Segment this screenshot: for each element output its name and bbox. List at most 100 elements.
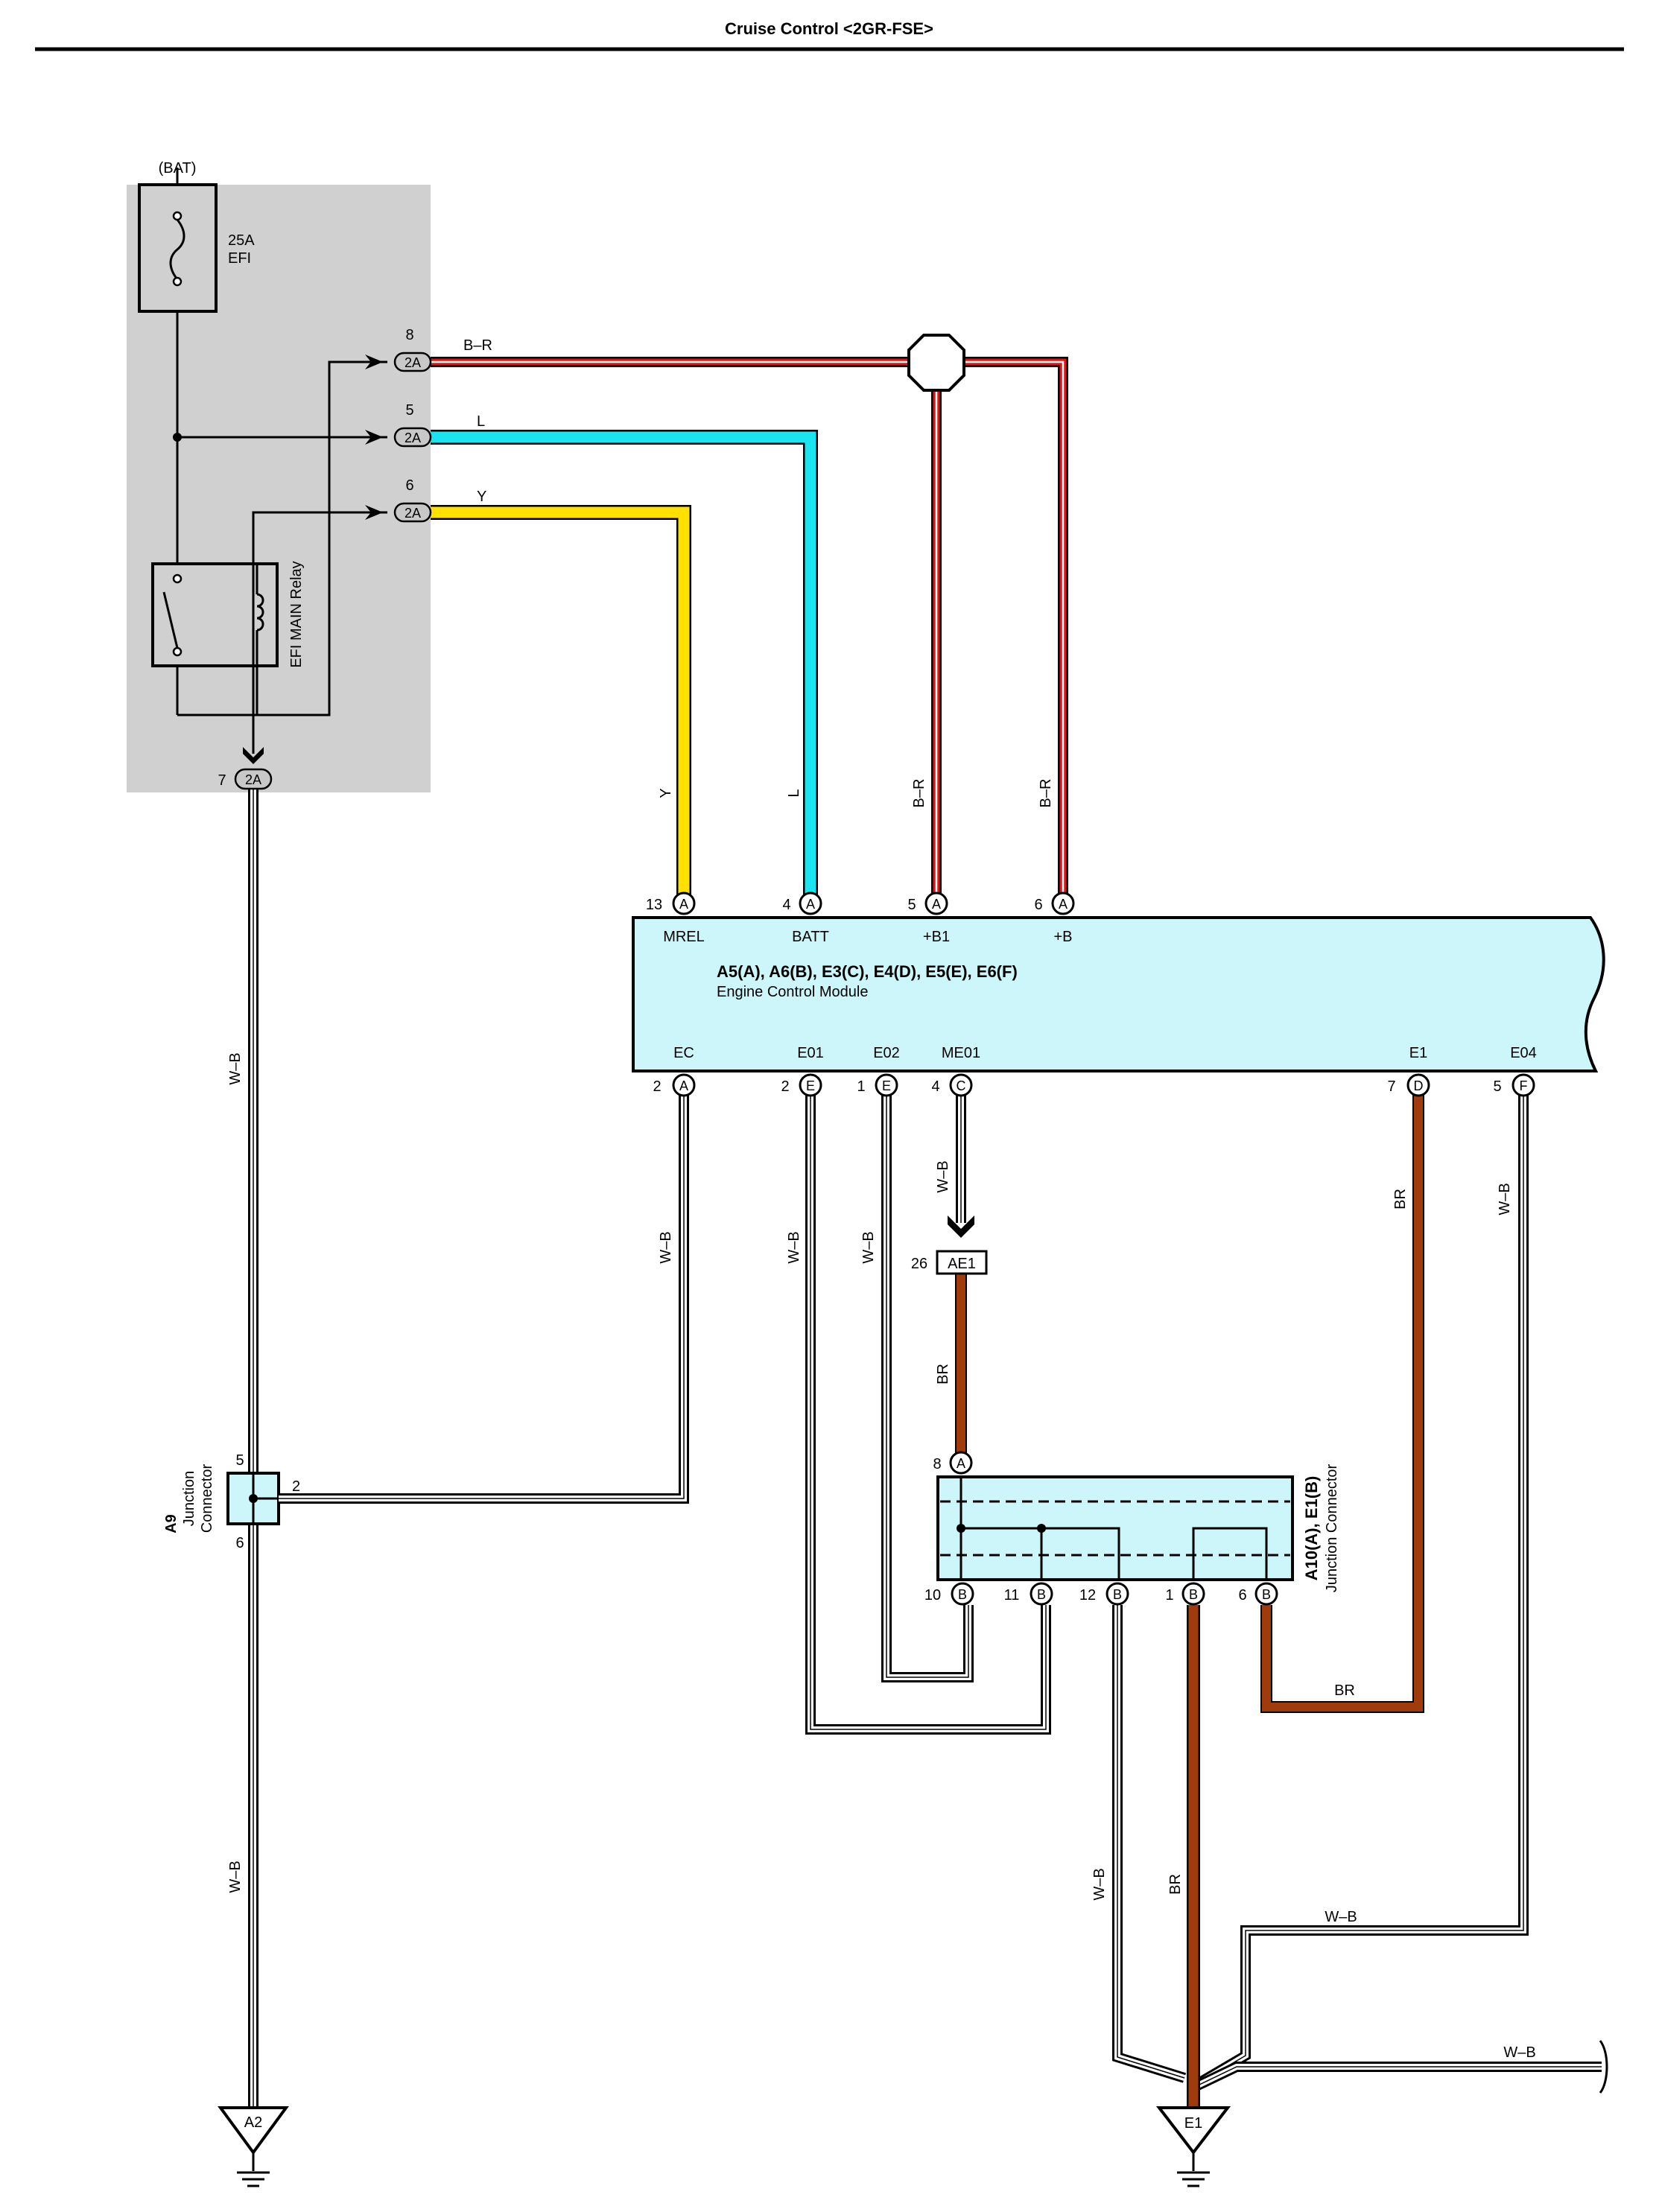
svg-text:+B: +B bbox=[1053, 929, 1072, 945]
efi-main-relay-label: EFI MAIN Relay bbox=[288, 561, 305, 667]
svg-text:26: 26 bbox=[911, 1256, 927, 1272]
ecm-pin-batt: A 4 BATT bbox=[782, 892, 829, 945]
connector-ae1: AE1 26 bbox=[911, 1250, 988, 1275]
wire-label-br-e1: BR bbox=[1392, 1189, 1409, 1210]
ecm-pin-mrel: A 13 MREL bbox=[646, 892, 705, 945]
wire-label-b-r-vertical-1: B–R bbox=[911, 779, 927, 808]
wire-label-br-pin1: BR bbox=[1167, 1874, 1184, 1895]
svg-text:8: 8 bbox=[933, 1456, 941, 1472]
a10-junction-dot-1 bbox=[957, 1524, 965, 1533]
wire-br-e1 bbox=[1260, 1095, 1424, 1713]
svg-text:AE1: AE1 bbox=[948, 1256, 976, 1272]
relay-block-background bbox=[127, 185, 431, 792]
svg-text:7: 7 bbox=[218, 772, 226, 789]
svg-text:11: 11 bbox=[1004, 1587, 1020, 1604]
svg-text:2: 2 bbox=[781, 1078, 789, 1095]
svg-text:E1: E1 bbox=[1409, 1045, 1427, 1061]
wire-w-b-a10-pin12 bbox=[1112, 1605, 1187, 2083]
connector-2a-arrows bbox=[365, 355, 383, 520]
svg-text:D: D bbox=[1414, 1078, 1424, 1093]
splice-octagon bbox=[907, 334, 965, 392]
a9-code: A9 bbox=[163, 1514, 180, 1534]
a10-internal-wiring bbox=[940, 1477, 1290, 1580]
svg-text:A: A bbox=[932, 897, 941, 912]
svg-text:B: B bbox=[1037, 1587, 1046, 1602]
svg-text:2A: 2A bbox=[405, 430, 421, 445]
a10-pin-10: B 10 bbox=[924, 1582, 974, 1606]
svg-text:5: 5 bbox=[1493, 1078, 1501, 1095]
connector-2a-pin5: 2A 5 bbox=[393, 402, 432, 448]
ground-e1: E1 bbox=[1155, 2106, 1231, 2187]
wire-label-w-b-e04: W–B bbox=[1497, 1183, 1513, 1215]
svg-text:F: F bbox=[1520, 1078, 1528, 1093]
connector-2a-pin8: 2A 8 bbox=[393, 327, 432, 372]
wire-label-w-b-left-2: W–B bbox=[227, 1860, 244, 1892]
wire-y-fill bbox=[431, 506, 690, 903]
wire-label-w-b-e04-horizontal: W–B bbox=[1325, 1909, 1357, 1925]
ae1-arrow-icon bbox=[948, 1215, 974, 1238]
svg-text:6: 6 bbox=[405, 477, 413, 494]
svg-text:B: B bbox=[1113, 1587, 1122, 1602]
svg-text:7: 7 bbox=[1387, 1078, 1395, 1095]
svg-text:A: A bbox=[1059, 897, 1068, 912]
wire-label-l-top: L bbox=[477, 413, 485, 430]
svg-text:E: E bbox=[806, 1078, 815, 1093]
svg-text:E02: E02 bbox=[873, 1045, 900, 1061]
svg-text:E1: E1 bbox=[1184, 2115, 1202, 2132]
relay-output-arrow-icon bbox=[243, 747, 264, 764]
wire-label-w-b-pin12: W–B bbox=[1091, 1868, 1108, 1900]
svg-text:BATT: BATT bbox=[792, 929, 829, 945]
wire-l-fill bbox=[431, 431, 816, 903]
ecm-name: Engine Control Module bbox=[717, 984, 868, 1000]
a9-junction-dot bbox=[249, 1494, 258, 1503]
a9-pin-5: 5 bbox=[235, 1452, 244, 1469]
svg-text:4: 4 bbox=[931, 1078, 939, 1095]
ecm-connector-codes: A5(A), A6(B), E3(C), E4(D), E5(E), E6(F) bbox=[717, 962, 1018, 981]
svg-text:B: B bbox=[1189, 1587, 1198, 1602]
svg-text:2A: 2A bbox=[405, 506, 421, 521]
a10-pin-12: B 12 bbox=[1079, 1582, 1129, 1606]
wire-label-w-b-e01: W–B bbox=[786, 1231, 802, 1263]
wire-label-y-vertical: Y bbox=[658, 788, 674, 798]
a9-pin-2: 2 bbox=[292, 1478, 300, 1495]
wire-label-w-b-right: W–B bbox=[1503, 2044, 1535, 2061]
wire-w-b-right bbox=[1195, 2062, 1602, 2091]
svg-text:MREL: MREL bbox=[663, 929, 705, 945]
a10-pin-8: A 8 bbox=[933, 1451, 973, 1475]
wire-label-br-bottom: BR bbox=[1334, 1682, 1355, 1699]
svg-text:13: 13 bbox=[646, 897, 662, 913]
efi-main-relay bbox=[151, 562, 279, 667]
relay-contact-top bbox=[172, 573, 183, 584]
relay-switch-icon bbox=[162, 591, 179, 649]
svg-text:4: 4 bbox=[782, 897, 790, 913]
svg-text:6: 6 bbox=[1238, 1587, 1246, 1604]
wire-w-b-ec bbox=[279, 1095, 689, 1504]
a10-pin-6: B 6 bbox=[1238, 1582, 1278, 1606]
svg-text:A: A bbox=[679, 1078, 688, 1093]
a10-pin-1: B 1 bbox=[1165, 1582, 1205, 1606]
svg-text:8: 8 bbox=[405, 327, 413, 343]
a10-pin-11: B 11 bbox=[1004, 1582, 1053, 1606]
wire-label-br-ae1: BR bbox=[935, 1364, 951, 1385]
svg-text:EC: EC bbox=[673, 1045, 694, 1061]
ecm-pin-e01: E 2 E01 bbox=[781, 1045, 824, 1097]
svg-text:5: 5 bbox=[907, 897, 916, 913]
svg-text:10: 10 bbox=[924, 1587, 941, 1604]
fuse-terminal-bottom bbox=[172, 276, 183, 287]
wire-break-icon bbox=[1599, 2040, 1608, 2094]
svg-text:12: 12 bbox=[1079, 1587, 1096, 1604]
fuse-rating: 25A bbox=[228, 232, 255, 249]
svg-text:6: 6 bbox=[1034, 897, 1042, 913]
wire-label-b-r-top: B–R bbox=[463, 337, 492, 354]
wire-w-b-e01 bbox=[805, 1095, 1051, 1735]
svg-text:E04: E04 bbox=[1510, 1045, 1537, 1061]
wire-br-e1-fill bbox=[1262, 1095, 1423, 1712]
wire-label-w-b-e02: W–B bbox=[860, 1231, 877, 1263]
svg-text:C: C bbox=[957, 1078, 966, 1093]
fuse-terminal-top bbox=[172, 211, 183, 221]
ecm-pin-me01: C 4 ME01 bbox=[931, 1045, 980, 1097]
wire-b-r bbox=[431, 357, 1068, 903]
svg-text:B: B bbox=[1262, 1587, 1271, 1602]
